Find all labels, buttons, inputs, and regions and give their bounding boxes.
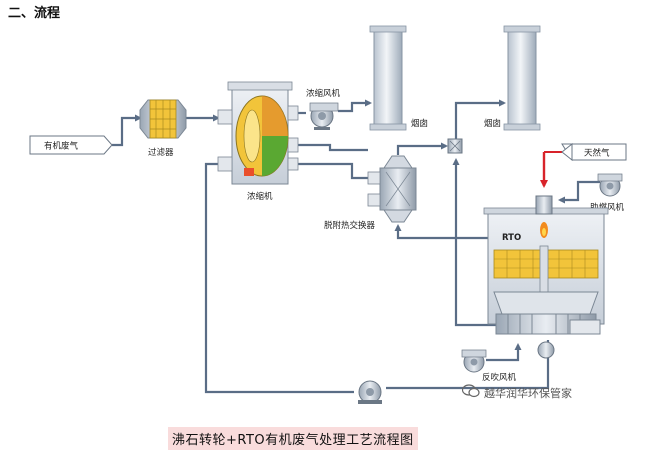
- three-way-valve: [447, 138, 463, 154]
- section-heading: 二、流程: [8, 6, 61, 21]
- comb-fan-label: 助燃风机: [590, 202, 625, 213]
- combustion-fan: 助燃风机: [590, 173, 625, 213]
- chimney-right-label: 烟囱: [484, 118, 501, 129]
- waste-gas-inlet: 有机废气: [29, 135, 113, 155]
- chimney-right: 烟囱: [484, 25, 541, 131]
- chimney-left: 烟囱: [369, 25, 428, 131]
- natural-gas-inlet: 天然气: [561, 142, 627, 162]
- back-blow-fan: 反吹风机: [461, 349, 517, 383]
- concentrator-label: 浓缩机: [247, 191, 273, 202]
- chimney-left-label: 烟囱: [411, 118, 428, 129]
- desorption-heat-exchanger: 脱附热交换器: [324, 155, 417, 231]
- back-fan-label: 反吹风机: [482, 372, 517, 383]
- watermark-text: 越华润华环保管家: [484, 387, 572, 400]
- natural-gas-label: 天然气: [584, 148, 610, 159]
- main-fan-icon: [358, 380, 382, 404]
- concentration-fan: 浓缩风机: [306, 88, 341, 130]
- desorb-hx-label: 脱附热交换器: [324, 220, 376, 231]
- filter-label: 过滤器: [148, 147, 174, 158]
- rto-unit: RTO: [483, 195, 609, 359]
- waste-gas-label: 有机废气: [44, 141, 79, 152]
- diagram-caption: 沸石转轮+RTO有机废气处理工艺流程图: [168, 427, 418, 450]
- concentrator-unit: 浓缩机: [217, 81, 299, 202]
- conc-fan-label: 浓缩风机: [306, 88, 341, 99]
- filter-unit: 过滤器: [139, 99, 187, 158]
- rto-label: RTO: [502, 233, 521, 243]
- wechat-icon: [462, 384, 480, 398]
